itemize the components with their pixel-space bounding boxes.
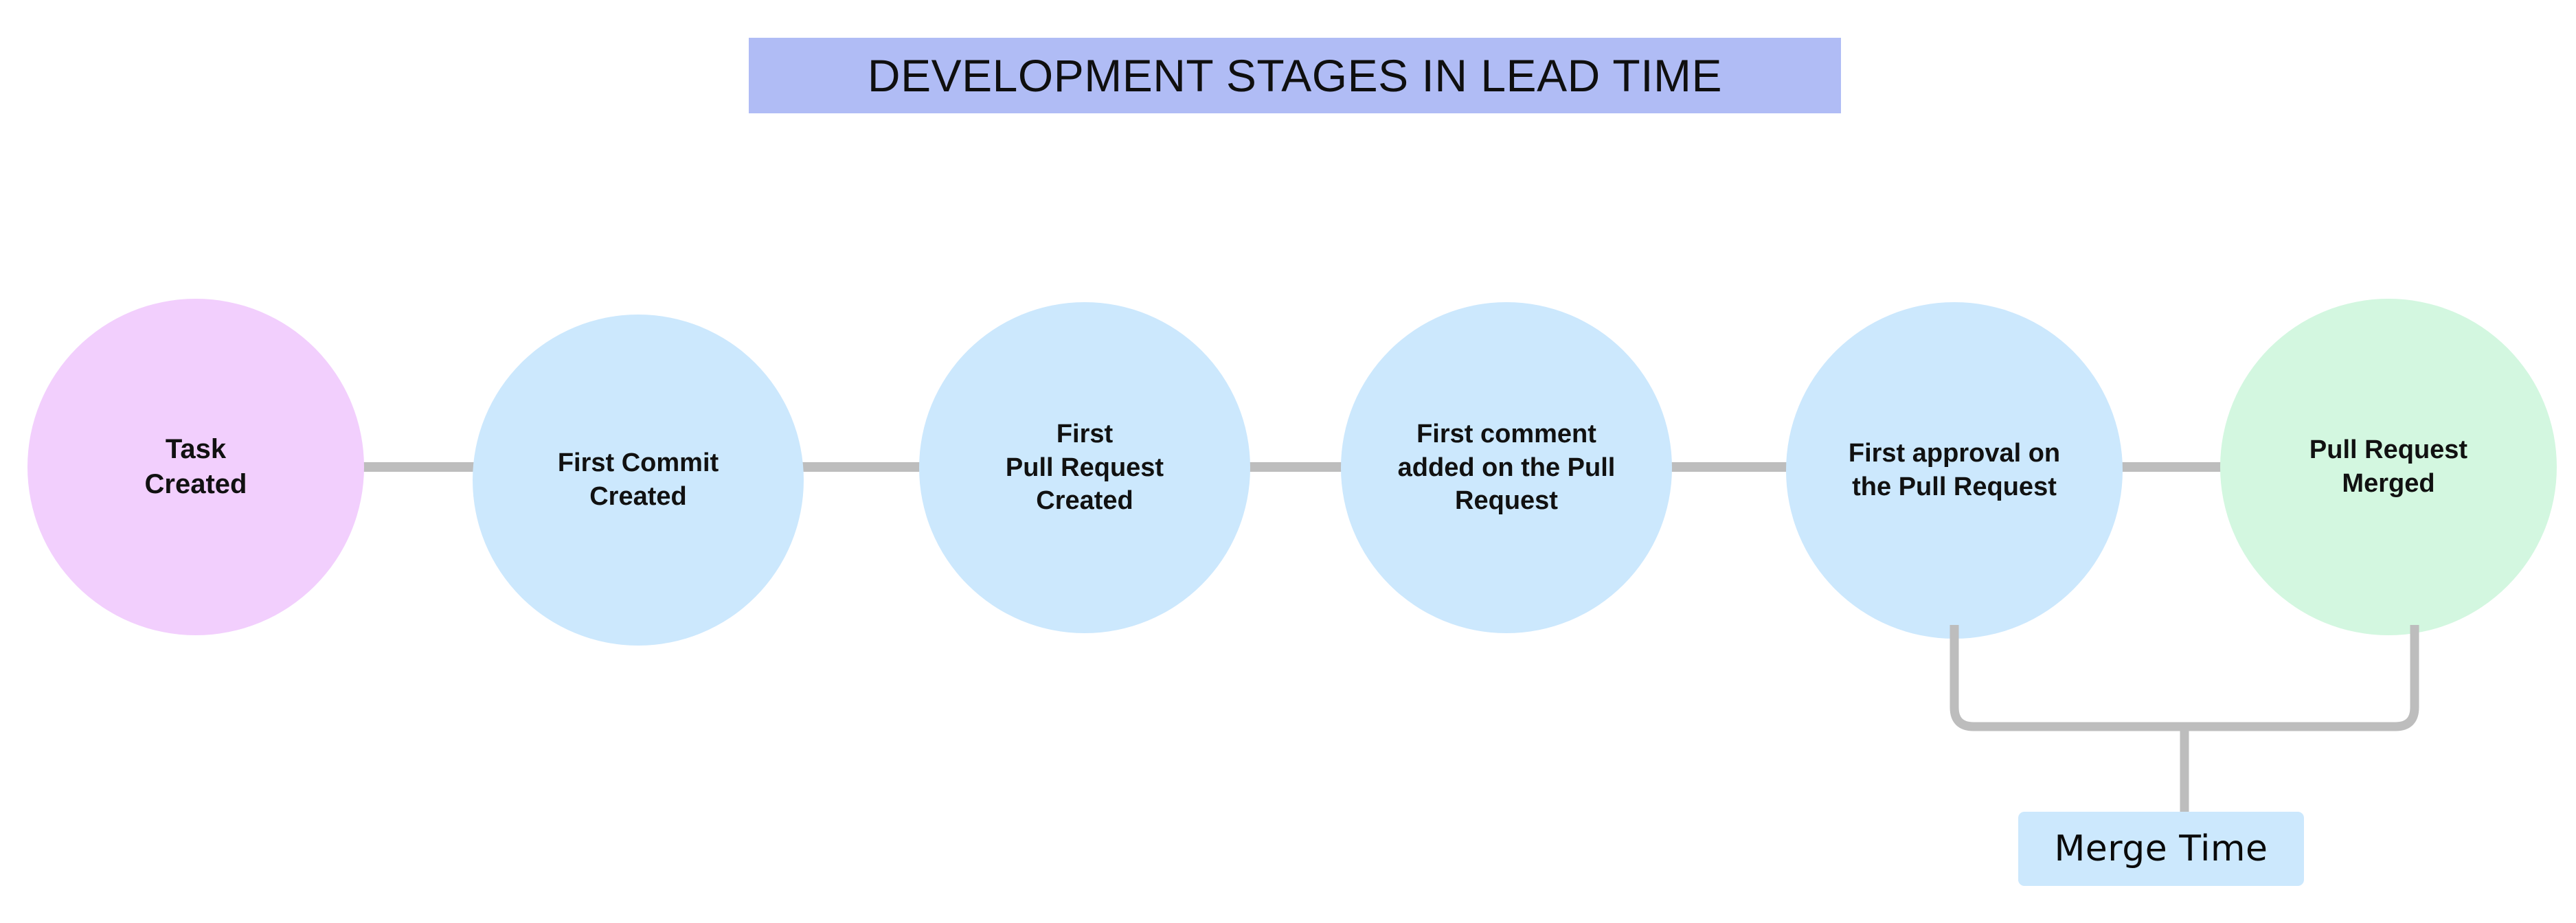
stage-label-first-commit-created: First Commit Created bbox=[557, 448, 719, 511]
stage-node-first-comment-on-pull-request[interactable]: First comment added on the Pull Request bbox=[1341, 302, 1672, 633]
stage-node-task-created[interactable]: Task Created bbox=[27, 299, 364, 635]
merge-time-label-text: Merge Time bbox=[2054, 828, 2268, 869]
stage-label-first-comment-on-pull-request: First comment added on the Pull Request bbox=[1397, 420, 1616, 516]
stage-node-first-approval-on-pull-request[interactable]: First approval on the Pull Request bbox=[1786, 302, 2123, 639]
merge-time-label-box[interactable]: Merge Time bbox=[2018, 812, 2304, 886]
connector-commit-to-pr bbox=[797, 462, 927, 472]
stage-label-pull-request-merged: Pull Request Merged bbox=[2309, 435, 2468, 498]
connector-task-to-commit bbox=[354, 462, 484, 472]
connector-comment-to-approval bbox=[1665, 462, 1796, 472]
stage-node-first-commit-created[interactable]: First Commit Created bbox=[473, 315, 804, 646]
connector-approval-to-merged bbox=[2114, 462, 2230, 472]
stage-node-pull-request-merged[interactable]: Pull Request Merged bbox=[2220, 299, 2557, 635]
page-title: DEVELOPMENT STAGES IN LEAD TIME bbox=[867, 50, 1723, 101]
stage-node-first-pull-request-created[interactable]: First Pull Request Created bbox=[919, 302, 1250, 633]
stage-label-first-pull-request-created: First Pull Request Created bbox=[1005, 420, 1164, 516]
diagram-title-banner: DEVELOPMENT STAGES IN LEAD TIME bbox=[749, 38, 1841, 113]
stage-label-task-created: Task Created bbox=[144, 433, 247, 499]
merge-time-bracket bbox=[1950, 625, 2419, 812]
connector-pr-to-comment bbox=[1242, 462, 1351, 472]
stage-label-first-approval-on-pull-request: First approval on the Pull Request bbox=[1848, 439, 2061, 501]
